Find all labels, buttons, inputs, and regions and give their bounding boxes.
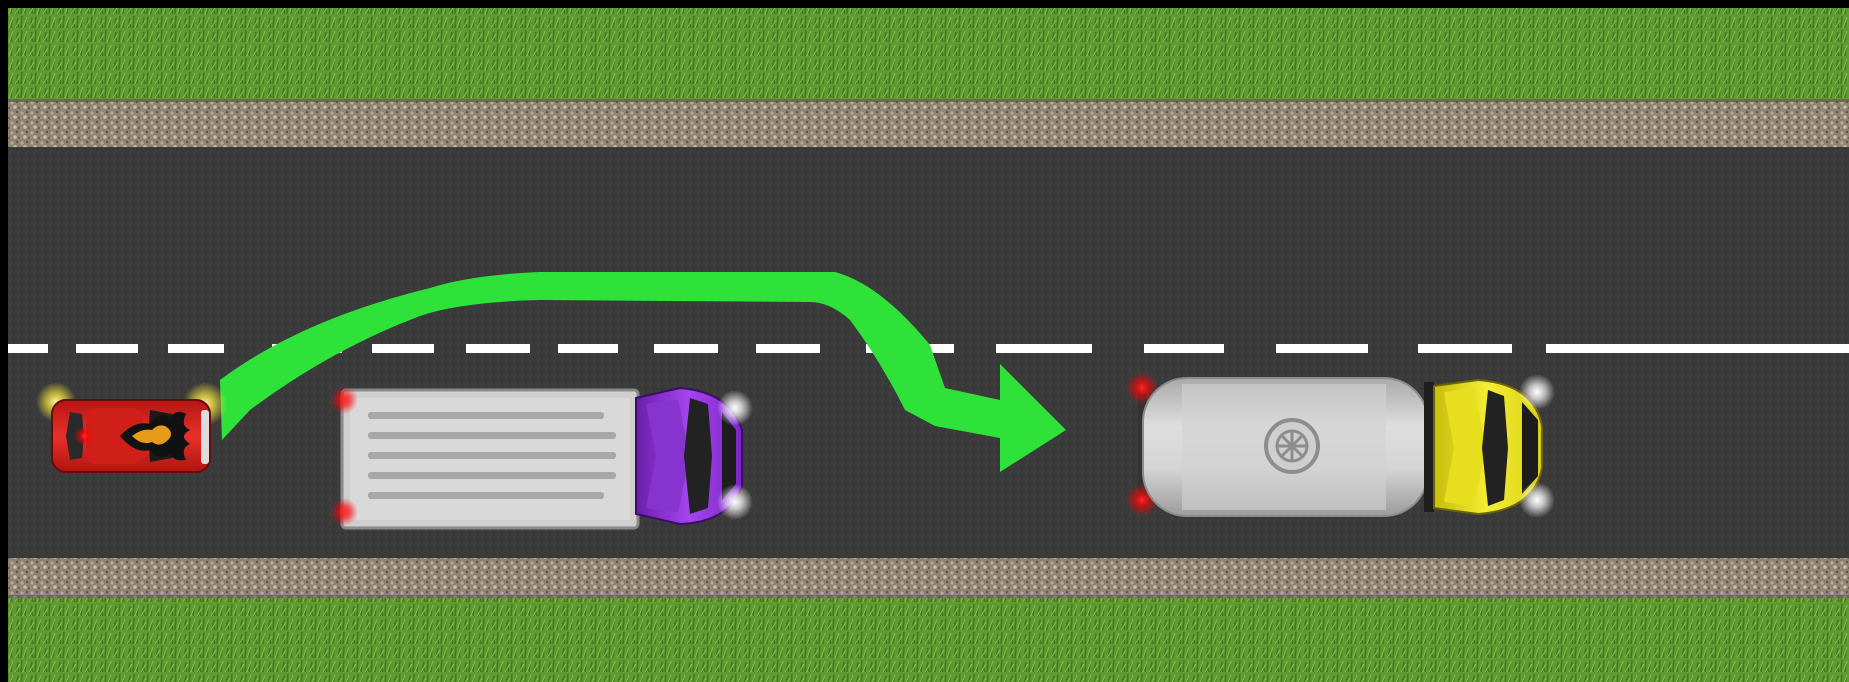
tank-wheel-icon [1266, 420, 1318, 472]
grass-top [8, 8, 1849, 100]
yellow-tanker-truck [1126, 372, 1555, 518]
gravel-shoulder-top [8, 99, 1849, 147]
purple-box-truck [330, 386, 753, 528]
gravel-shoulder-bottom [8, 558, 1849, 598]
grass-bottom [8, 598, 1849, 682]
